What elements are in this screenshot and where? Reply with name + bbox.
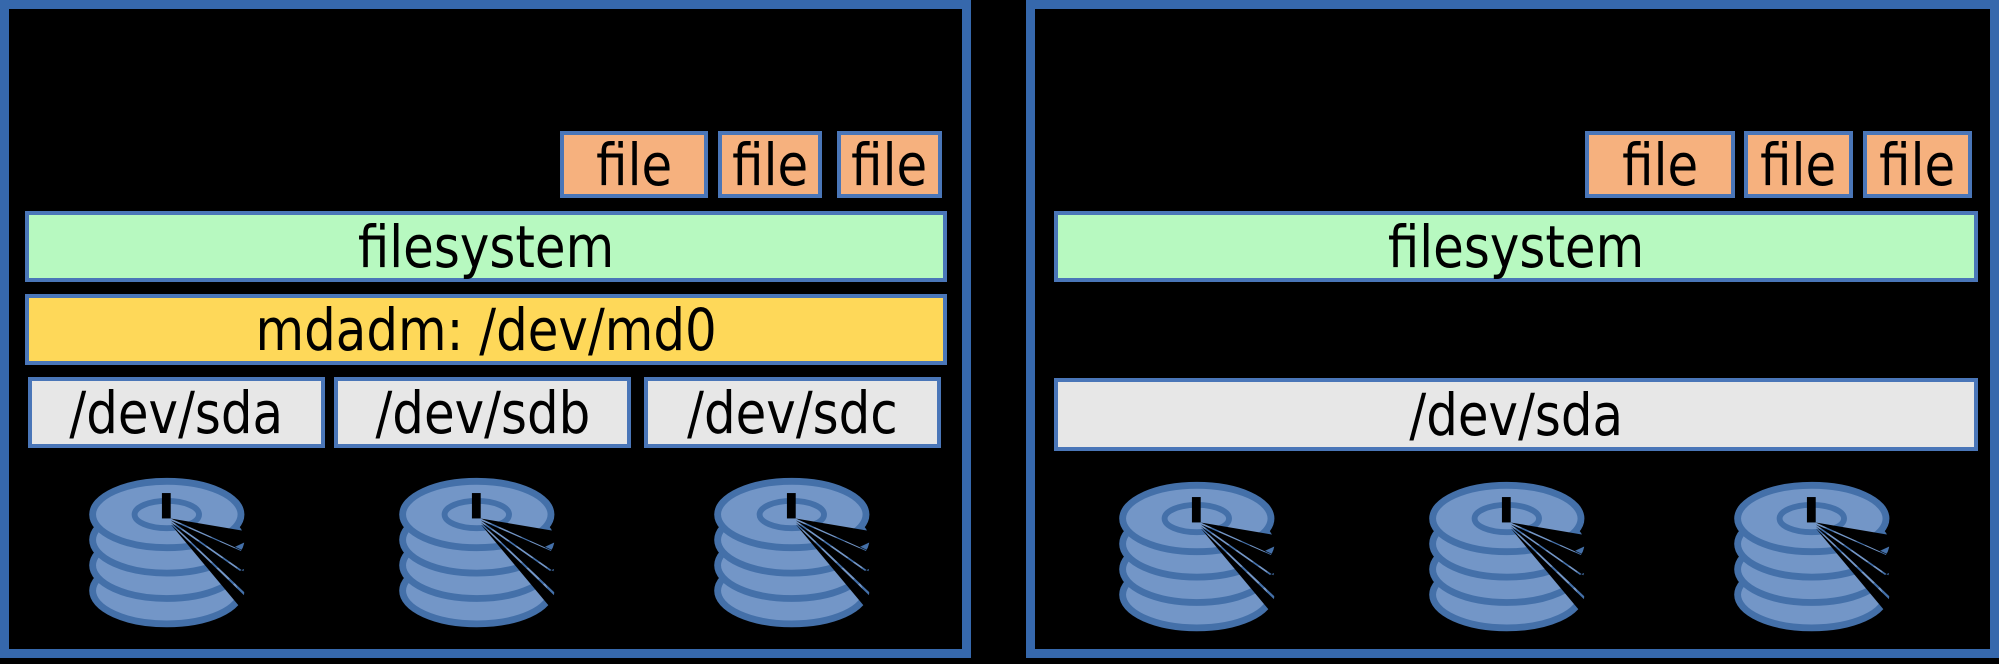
mdadm-raid-label: mdadm: /dev/md0: [255, 295, 717, 364]
device-label: /dev/sda: [1409, 380, 1623, 449]
device-label: /dev/sdb: [375, 378, 590, 447]
file-label: file: [1760, 130, 1837, 199]
file-label: file: [1879, 130, 1956, 199]
device-box-sda: /dev/sda: [1054, 378, 1978, 451]
disk-stack-icon: [1107, 465, 1312, 657]
filesystem-label: filesystem: [357, 212, 615, 281]
device-box-sda: /dev/sda: [28, 377, 325, 448]
file-box: file: [837, 131, 942, 198]
file-label: file: [596, 130, 672, 199]
file-label: file: [732, 130, 808, 199]
file-box: file: [560, 131, 708, 198]
file-box: file: [1744, 131, 1853, 198]
file-box: file: [1585, 131, 1735, 198]
device-label: /dev/sdc: [687, 378, 898, 447]
file-box: file: [1863, 131, 1972, 198]
single-device-panel: file file file filesystem /dev/sda: [1026, 0, 1999, 658]
mdadm-raid-bar: mdadm: /dev/md0: [25, 294, 947, 365]
device-box-sdc: /dev/sdc: [644, 377, 941, 448]
device-label: /dev/sda: [69, 378, 284, 447]
device-box-sdb: /dev/sdb: [334, 377, 631, 448]
software-raid-panel: file file file filesystem mdadm: /dev/md…: [0, 0, 971, 658]
file-label: file: [1622, 130, 1698, 199]
disk-stack-icon: [1722, 465, 1927, 657]
disk-stack-icon: [702, 461, 907, 653]
disk-stack-icon: [1417, 465, 1622, 657]
disk-stack-icon: [387, 461, 592, 653]
file-label: file: [851, 130, 928, 199]
filesystem-bar: filesystem: [25, 211, 947, 282]
filesystem-label: filesystem: [1387, 212, 1645, 281]
filesystem-bar: filesystem: [1054, 211, 1978, 282]
disk-stack-icon: [77, 461, 282, 653]
file-box: file: [718, 131, 822, 198]
